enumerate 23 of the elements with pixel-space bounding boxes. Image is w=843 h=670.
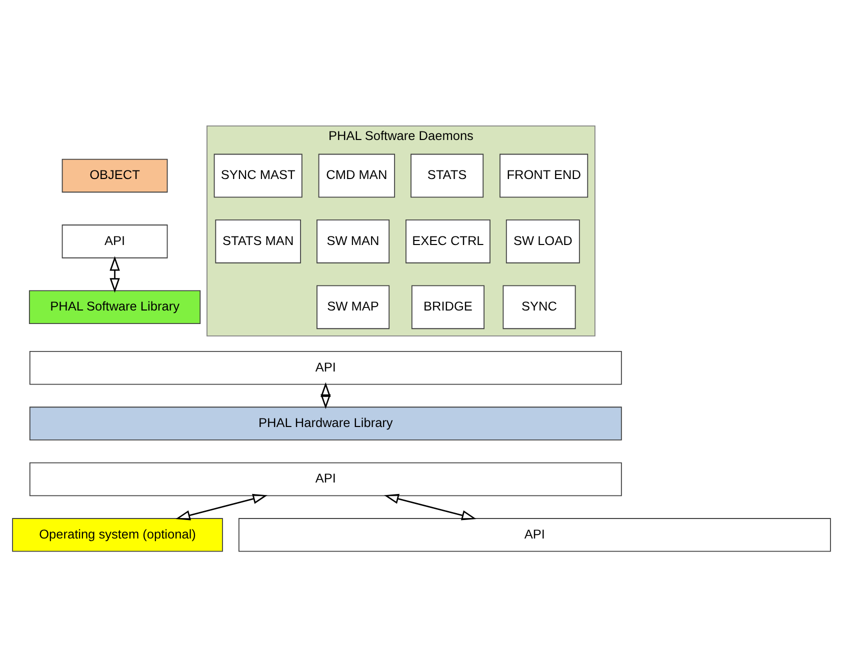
node-box: FRONT END: [500, 154, 588, 198]
node-box: BRIDGE: [411, 285, 484, 330]
node-box: API: [29, 350, 622, 385]
arrow: [384, 494, 476, 520]
node-box: Operating system (optional): [12, 518, 223, 552]
node-box: STATS: [410, 154, 484, 198]
node-box: PHAL Software Library: [28, 290, 201, 324]
arrow: [176, 494, 268, 520]
node-box: SW MAN: [316, 220, 390, 264]
arrow: [320, 382, 331, 409]
node-box: PHAL Hardware Library: [29, 406, 622, 440]
node-box: API: [62, 224, 168, 258]
node-box: SW LOAD: [506, 220, 580, 264]
arrow: [110, 256, 120, 293]
node-box: OBJECT: [62, 158, 168, 193]
node-box: SYNC: [502, 285, 576, 330]
node-box: STATS MAN: [215, 220, 301, 264]
node-box: SW MAP: [316, 285, 390, 330]
node-box: API: [29, 462, 622, 496]
node-box: EXEC CTRL: [406, 220, 490, 264]
node-box: API: [238, 518, 831, 552]
node-box: CMD MAN: [318, 154, 396, 198]
node-box: SYNC MAST: [214, 154, 302, 198]
